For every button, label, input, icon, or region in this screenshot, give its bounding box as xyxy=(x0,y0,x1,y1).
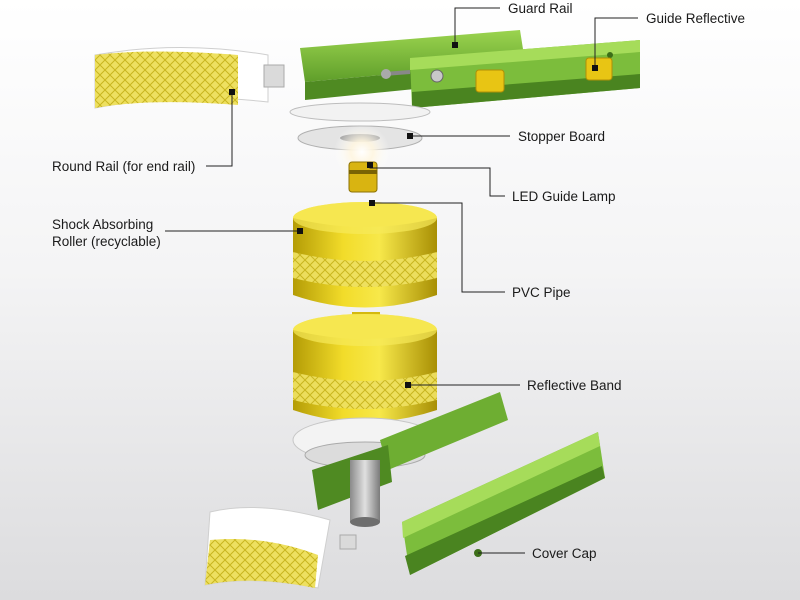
pvc-pipe xyxy=(350,460,380,527)
label-round-rail: Round Rail (for end rail) xyxy=(52,159,196,174)
upper-shock-roller xyxy=(293,202,437,308)
leader-round-rail xyxy=(206,92,233,167)
leader-lines xyxy=(165,7,638,554)
label-reflective-band: Reflective Band xyxy=(527,378,622,393)
leader-guide-reflective xyxy=(594,17,638,68)
label-pvc-pipe: PVC Pipe xyxy=(512,285,571,300)
leader-pvc-pipe xyxy=(372,202,505,293)
guide-reflective-pads xyxy=(475,57,613,93)
top-guard-rail-front xyxy=(410,40,640,108)
leader-guard-rail xyxy=(454,7,500,45)
bottom-round-rail xyxy=(204,507,357,589)
label-guard-rail: Guard Rail xyxy=(508,1,573,16)
leader-dots xyxy=(229,42,598,388)
lower-shock-roller xyxy=(293,314,437,422)
leader-led-lamp xyxy=(369,165,505,197)
label-cover-cap: Cover Cap xyxy=(532,546,597,561)
bottom-guard-rail-front xyxy=(402,432,605,575)
label-shock-roller-line1: Shock Absorbing xyxy=(52,217,154,232)
label-shock-roller-line2: Roller (recyclable) xyxy=(52,234,161,249)
label-guide-reflective: Guide Reflective xyxy=(646,11,746,26)
label-led-guide-lamp: LED Guide Lamp xyxy=(512,189,616,204)
top-round-rail xyxy=(94,47,285,109)
label-stopper-board: Stopper Board xyxy=(518,129,606,144)
led-guide-lamp xyxy=(334,124,390,193)
bolt xyxy=(381,69,411,79)
